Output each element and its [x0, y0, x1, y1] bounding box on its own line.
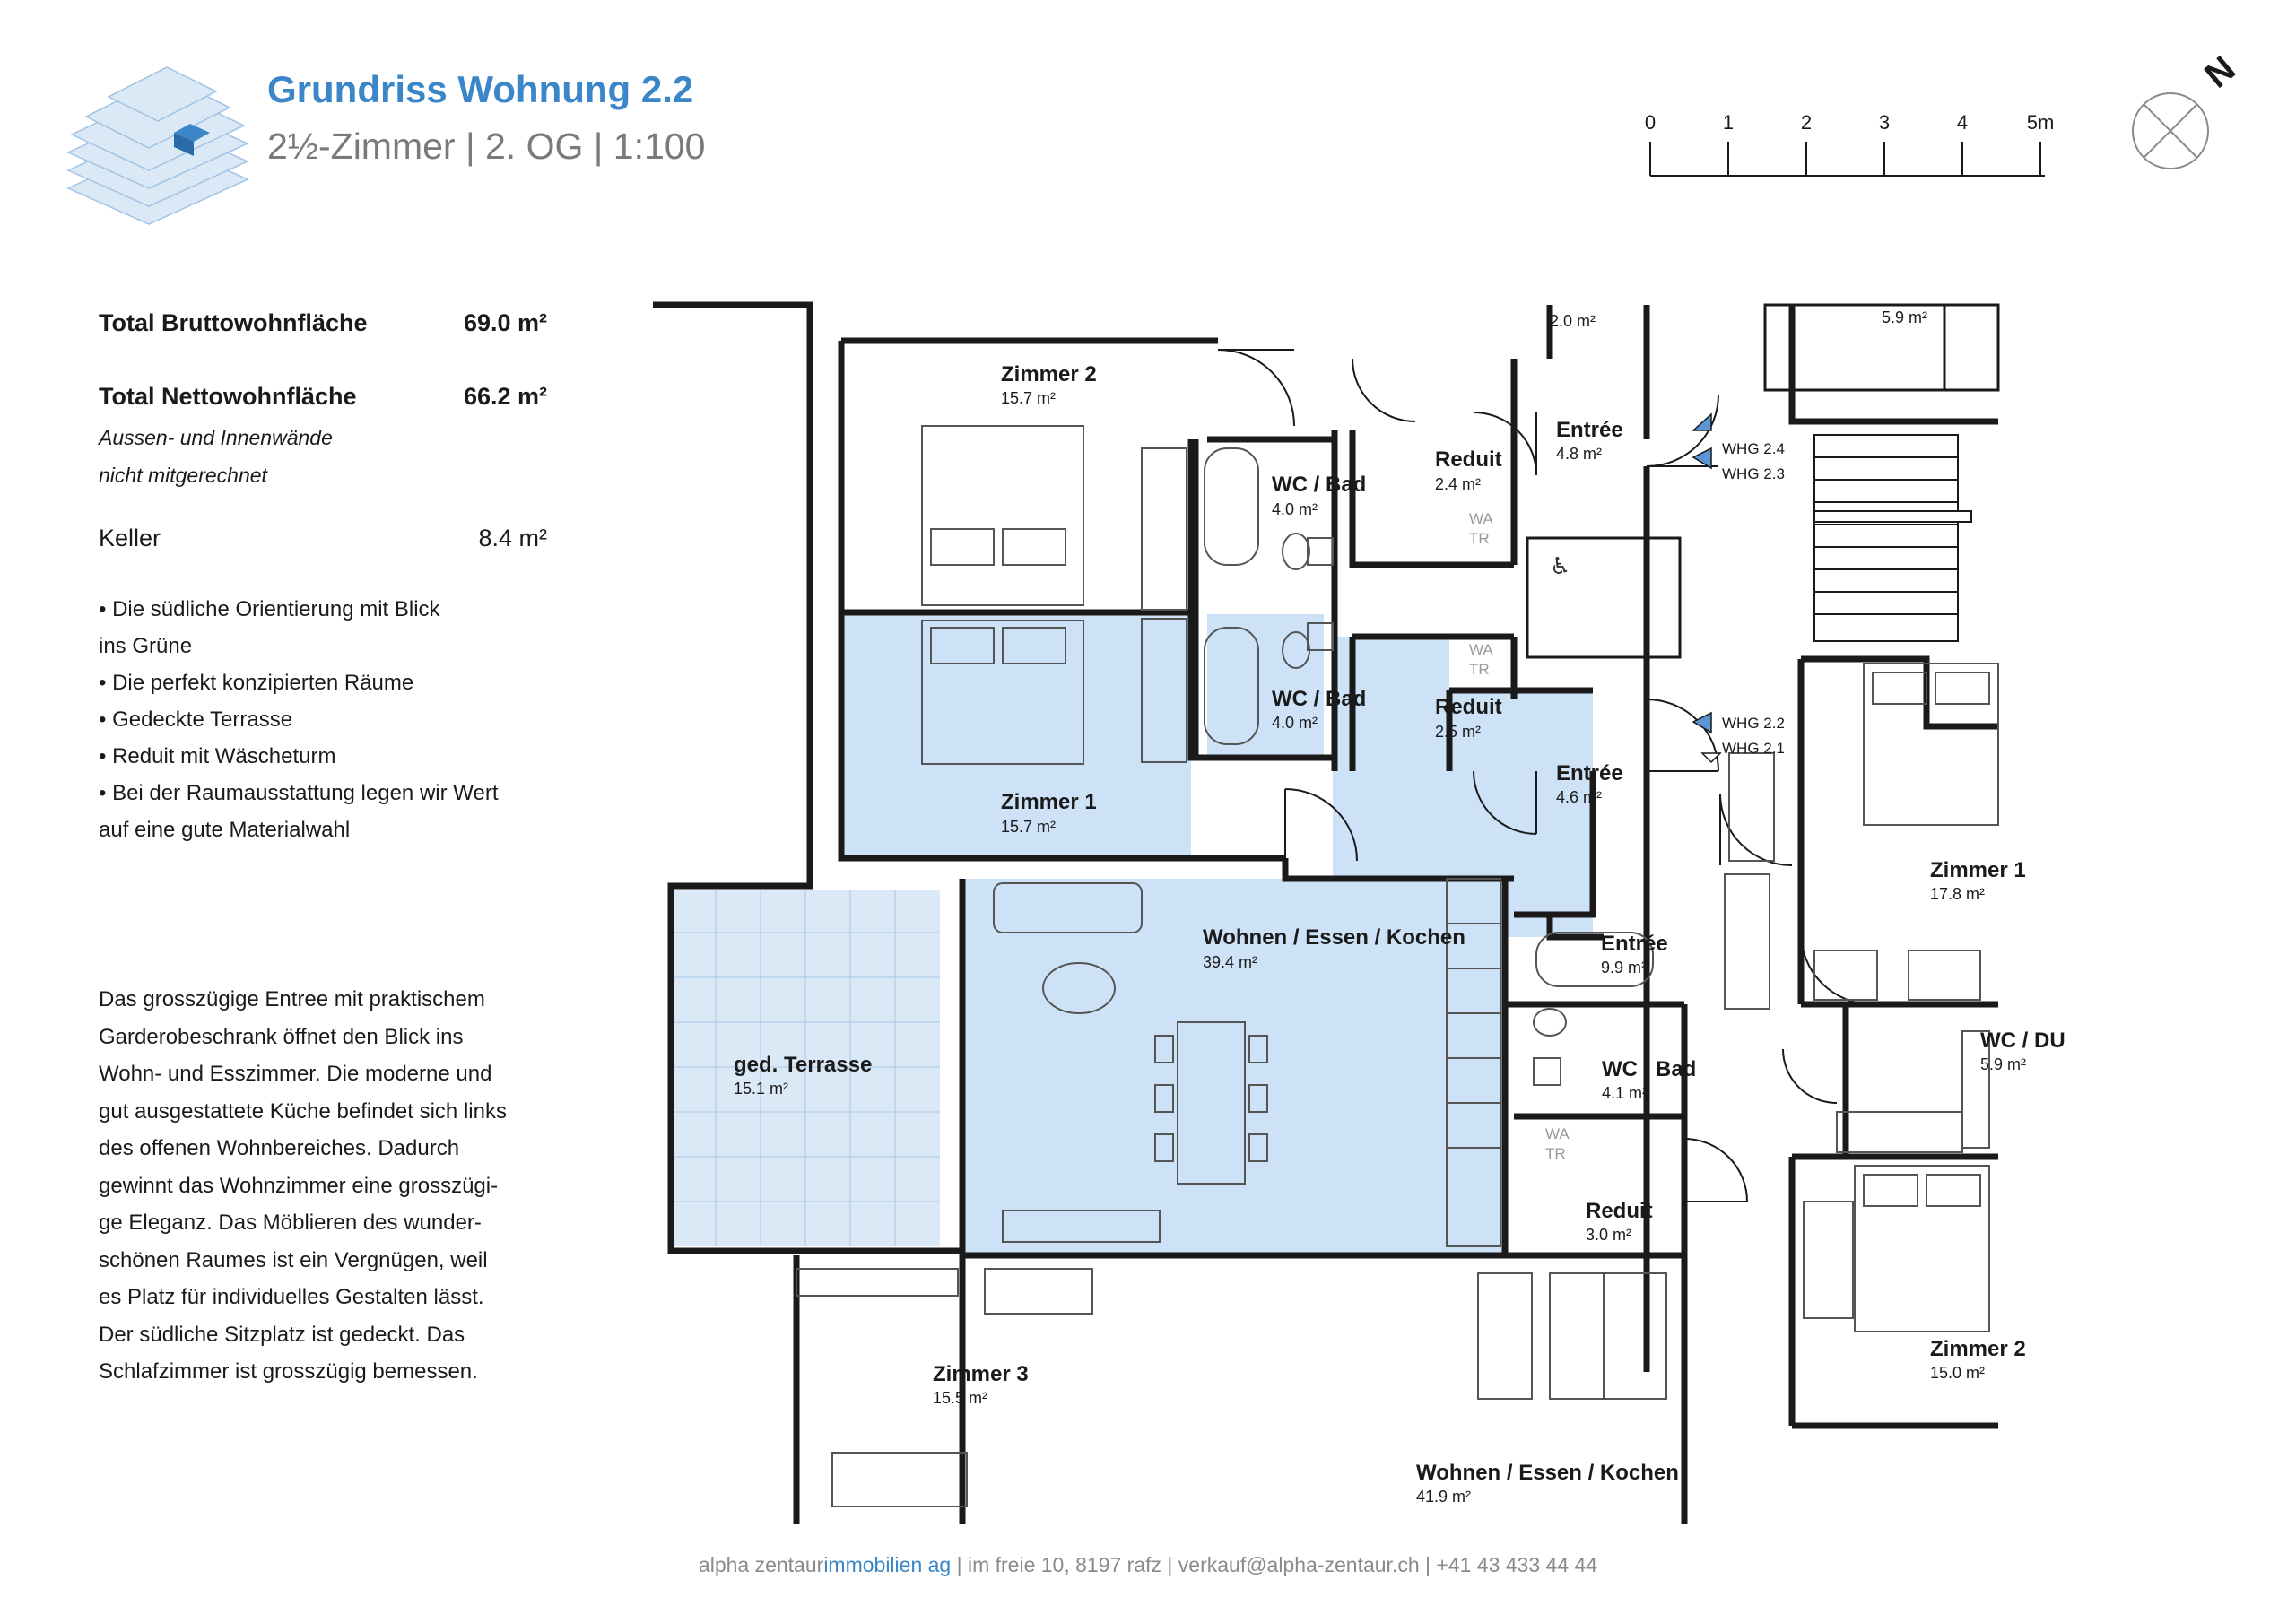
- page-title: Grundriss Wohnung 2.2: [267, 68, 694, 110]
- wheelchair-icon: ♿: [1550, 553, 1570, 580]
- scale-label-2: 2: [1801, 111, 1812, 134]
- room-name: ged. Terrasse: [734, 1053, 872, 1077]
- scale-label-3: 3: [1879, 111, 1890, 134]
- room-name: Zimmer 3: [933, 1362, 1029, 1386]
- north-arrow-icon: N: [2132, 48, 2243, 169]
- room-name: Entrée: [1556, 418, 1623, 442]
- room-name: Zimmer 1: [1001, 790, 1097, 814]
- room-area: 15.5 m²: [933, 1389, 987, 1407]
- room-area: 4.8 m²: [1556, 445, 1602, 463]
- netto-value: 66.2 m²: [463, 383, 547, 410]
- unit-label: WHG 2.1: [1722, 740, 1785, 757]
- bath-fixtures: [1204, 447, 1990, 1153]
- footer: alpha zentaurimmobilien ag | im freie 10…: [0, 1553, 2296, 1577]
- wt-label: TR: [1545, 1145, 1566, 1162]
- feature-list: • Die südliche Orientierung mit Blick in…: [99, 591, 547, 848]
- room-area: 2.5 m²: [1435, 723, 1481, 741]
- info-panel: Total Bruttowohnfläche 69.0 m² Total Net…: [99, 309, 547, 848]
- scale-label-4: 4: [1957, 111, 1968, 134]
- room-name: WC / Bad: [1272, 473, 1366, 497]
- room-name: Wohnen / Essen / Kochen: [1416, 1461, 1679, 1485]
- room-name: WC / Bad: [1602, 1057, 1696, 1081]
- room-labels: 2.0 m² 5.9 m² Zimmer 2 15.7 m² WC / Bad …: [734, 308, 2066, 1506]
- feature-item: • Die perfekt konzipierten Räume: [99, 671, 414, 695]
- room-name: Zimmer 2: [1001, 362, 1097, 386]
- thin-walls: [1526, 303, 2000, 1524]
- wt-label: TR: [1469, 661, 1490, 678]
- room-area: 5.9 m²: [1980, 1055, 2026, 1073]
- room-name: Reduit: [1586, 1199, 1653, 1223]
- netto-label: Total Nettowohnfläche: [99, 383, 357, 410]
- scale-bar: 0 1 2 3 4 5m: [1645, 111, 2055, 177]
- whg-markers: [1692, 412, 1722, 764]
- building-logo-icon: [66, 66, 249, 225]
- unit-label: WHG 2.3: [1722, 465, 1785, 482]
- keller-label: Keller: [99, 525, 161, 551]
- room-area: 39.4 m²: [1203, 953, 1257, 971]
- furniture-living: [796, 752, 1775, 1507]
- unit-label: WHG 2.4: [1722, 440, 1785, 457]
- scale-label-1: 1: [1723, 111, 1734, 134]
- north-label: N: [2197, 48, 2242, 95]
- wt-label: TR: [1469, 530, 1490, 547]
- room-area: 15.0 m²: [1930, 1364, 1985, 1382]
- footer-contact: | im freie 10, 8197 rafz | verkauf@alpha…: [951, 1553, 1598, 1576]
- unit-label: WHG 2.2: [1722, 715, 1785, 732]
- netto-note: Aussen- und Innenwände nicht mitgerechne…: [99, 426, 333, 487]
- room-area: 3.0 m²: [1586, 1226, 1631, 1244]
- room-name: Zimmer 1: [1930, 858, 2026, 882]
- keller-row: Keller 8.4 m²: [99, 525, 547, 560]
- walls: [653, 301, 1998, 1524]
- room-area: 5.9 m²: [1882, 308, 1927, 326]
- description-text: Das grosszügige Entree mit praktischem G…: [99, 987, 507, 1384]
- room-area: 15.7 m²: [1001, 389, 1056, 407]
- room-name: Zimmer 2: [1930, 1337, 2026, 1361]
- feature-item: • Die südliche Orientierung mit Blick in…: [99, 597, 440, 658]
- room-name: WC / Bad: [1272, 687, 1366, 711]
- footer-brand: alpha zentaur: [698, 1553, 824, 1576]
- stairs: [1813, 434, 1972, 642]
- room-area: 17.8 m²: [1930, 885, 1985, 903]
- keller-value: 8.4 m²: [478, 525, 547, 551]
- room-area: 9.9 m²: [1601, 959, 1647, 976]
- room-area: 4.1 m²: [1602, 1084, 1648, 1102]
- room-area: 4.0 m²: [1272, 714, 1318, 732]
- wt-label: WA: [1469, 510, 1493, 527]
- doors: [1217, 349, 1874, 1202]
- feature-item: • Reduit mit Wäscheturm: [99, 744, 336, 768]
- room-area: 15.7 m²: [1001, 818, 1056, 836]
- room-area: 4.0 m²: [1272, 500, 1318, 518]
- floor-plan: ♿ WA TR WA TR WA TR 2.0 m² 5.9 m² Zimmer…: [653, 301, 2066, 1524]
- room-name: WC / DU: [1980, 1028, 2066, 1053]
- wt-label: WA: [1545, 1125, 1570, 1142]
- wt-label: WA: [1469, 641, 1493, 658]
- room-name: Wohnen / Essen / Kochen: [1203, 925, 1465, 950]
- netto-row: Total Nettowohnfläche 66.2 m²: [99, 383, 547, 419]
- room-area: 15.1 m²: [734, 1080, 788, 1098]
- room-name: Reduit: [1435, 447, 1502, 472]
- brutto-label: Total Bruttowohnfläche: [99, 309, 368, 336]
- room-name: Reduit: [1435, 695, 1502, 719]
- brutto-value: 69.0 m²: [463, 309, 547, 336]
- room-area: 41.9 m²: [1416, 1488, 1471, 1506]
- terrace-tiles: [671, 890, 940, 1246]
- room-name: Entrée: [1556, 761, 1623, 785]
- room-area: 2.4 m²: [1435, 475, 1481, 493]
- brutto-row: Total Bruttowohnfläche 69.0 m²: [99, 309, 547, 345]
- room-area: 4.6 m²: [1556, 788, 1602, 806]
- scale-label-5: 5m: [2027, 111, 2055, 134]
- footer-brand-accent: immobilien ag: [823, 1553, 952, 1576]
- scale-label-0: 0: [1645, 111, 1656, 134]
- room-name: Entrée: [1601, 932, 1668, 956]
- feature-item: • Bei der Raumausstattung legen wir Wert…: [99, 781, 499, 842]
- feature-item: • Gedeckte Terrasse: [99, 707, 293, 732]
- page-subtitle: 2½-Zimmer | 2. OG | 1:100: [267, 126, 706, 167]
- room-area: 2.0 m²: [1550, 312, 1596, 330]
- furniture-beds: [921, 425, 1999, 1332]
